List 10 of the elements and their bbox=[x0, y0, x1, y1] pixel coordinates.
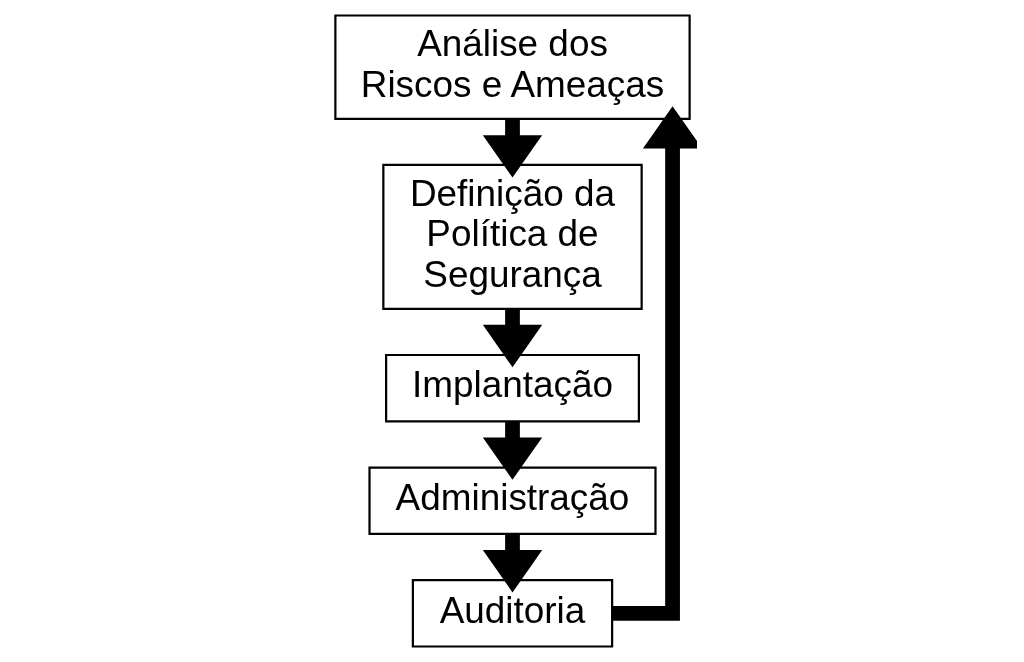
node-box: Administração bbox=[367, 466, 657, 536]
node-box: Auditoria bbox=[411, 578, 613, 648]
arrow bbox=[482, 534, 542, 593]
arrow bbox=[482, 421, 542, 480]
arrow bbox=[482, 309, 542, 368]
node-box: Definição da Política de Segurança bbox=[381, 163, 643, 310]
node-box: Implantação bbox=[384, 353, 640, 423]
node-box: Análise dos Riscos e Ameaças bbox=[333, 14, 691, 120]
arrow bbox=[482, 119, 542, 178]
arrow bbox=[612, 106, 697, 621]
